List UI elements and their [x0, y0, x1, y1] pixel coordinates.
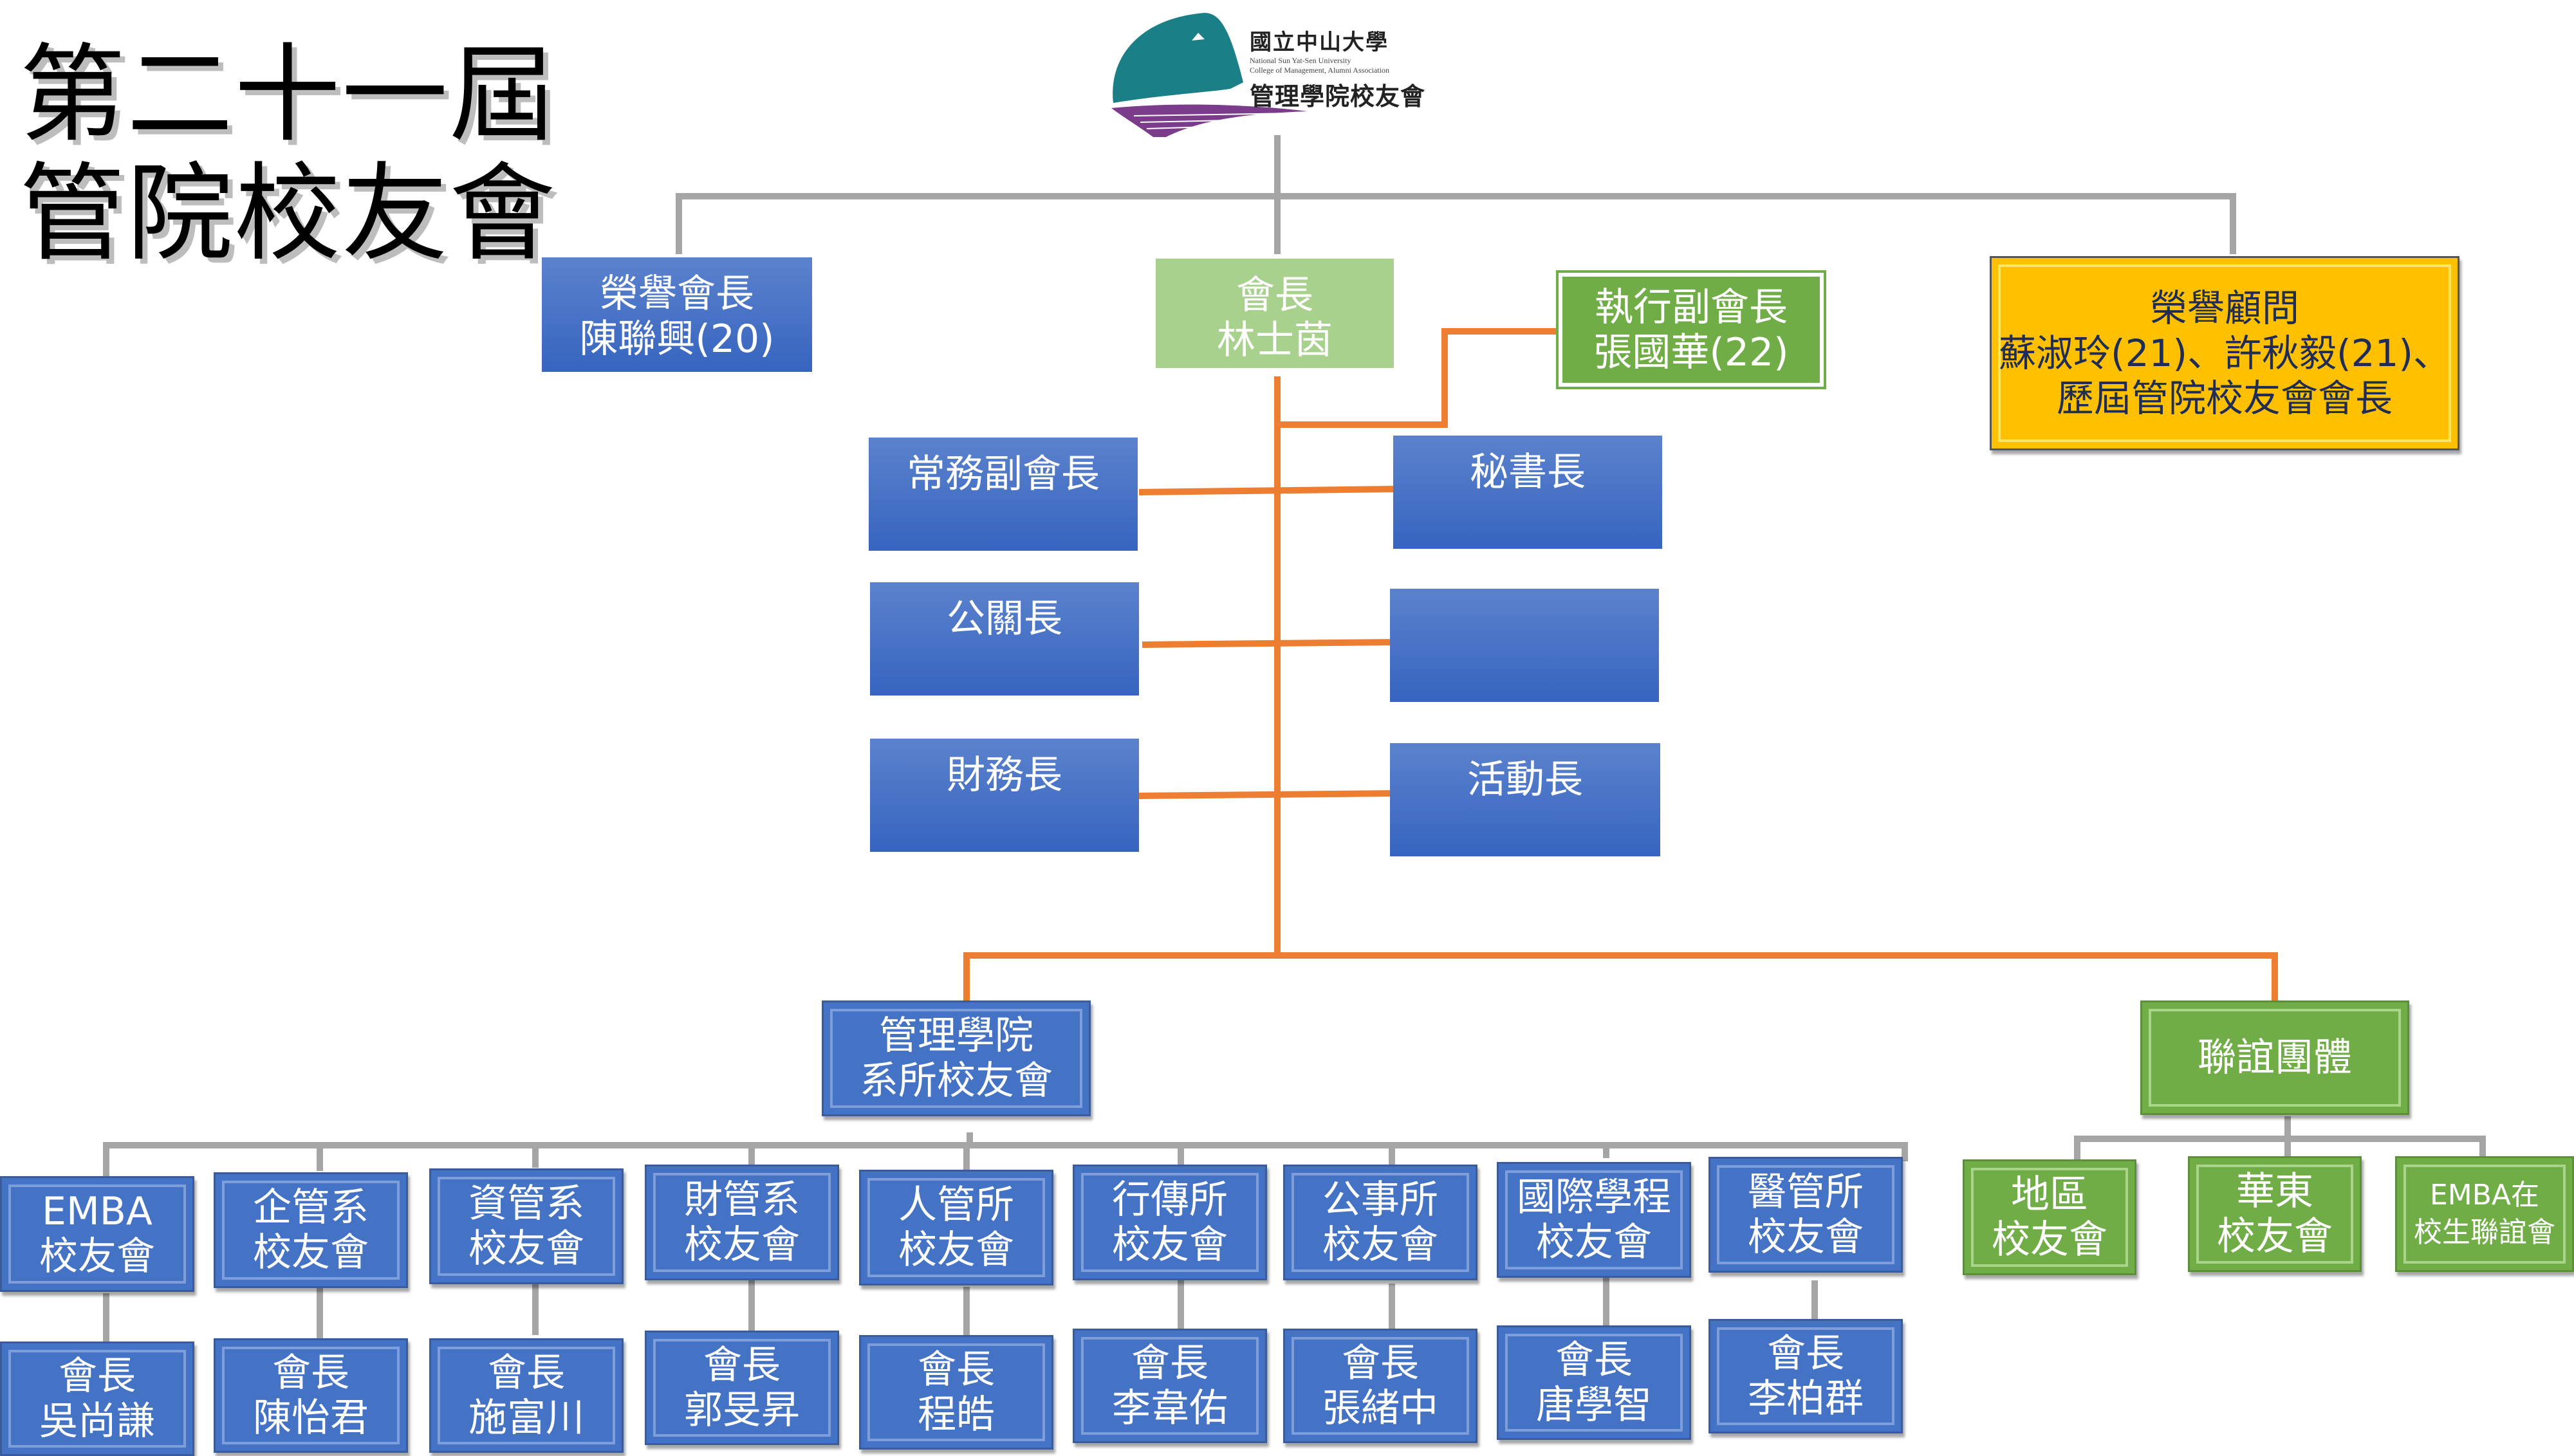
- honorary-advisors-box[interactable]: 榮譽顧問 蘇淑玲(21)、許秋毅(21)、 歷屆管院校友會會長: [1990, 256, 2459, 450]
- department-president-box[interactable]: 會長 李柏群: [1708, 1319, 1903, 1433]
- officer-box-finance[interactable]: 財務長: [870, 739, 1139, 852]
- department-president-box[interactable]: 會長 施富川: [429, 1338, 624, 1453]
- department-box[interactable]: 資管系 校友會: [429, 1168, 624, 1284]
- officer-box-activities[interactable]: 活動長: [1390, 743, 1660, 856]
- officer-box-vacant[interactable]: [1390, 589, 1659, 702]
- logo-association-cn: 管理學院校友會: [1250, 82, 1426, 111]
- title-line-2: 管院校友會: [19, 152, 557, 275]
- department-president-box[interactable]: 會長 郭旻昇: [645, 1331, 839, 1445]
- page-title: 第二十一屆 管院校友會: [19, 35, 557, 273]
- department-box[interactable]: 財管系 校友會: [645, 1165, 839, 1280]
- department-president-box[interactable]: 會長 陳怡君: [214, 1338, 408, 1453]
- executive-vp-box[interactable]: 執行副會長 張國華(22): [1556, 270, 1826, 389]
- logo-university-en: National Sun Yat-Sen University: [1250, 56, 1351, 65]
- department-box[interactable]: EMBA 校友會: [0, 1176, 194, 1292]
- department-president-box[interactable]: 會長 張緒中: [1283, 1329, 1477, 1443]
- fellowship-branch-box[interactable]: 聯誼團體: [2140, 1000, 2409, 1115]
- association-logo: 國立中山大學 National Sun Yat-Sen University C…: [1102, 5, 1436, 137]
- logo-university-cn: 國立中山大學: [1250, 30, 1389, 55]
- department-box[interactable]: 行傳所 校友會: [1073, 1165, 1267, 1280]
- departments-branch-box[interactable]: 管理學院 系所校友會: [822, 1000, 1091, 1116]
- department-president-box[interactable]: 會長 李韋佑: [1073, 1329, 1267, 1443]
- fellowship-group-box[interactable]: 華東 校友會: [2188, 1156, 2362, 1272]
- department-box[interactable]: 公事所 校友會: [1283, 1165, 1477, 1280]
- gray-connector-top: [676, 135, 2236, 254]
- department-president-box[interactable]: 會長 程皓: [859, 1335, 1053, 1450]
- officer-box-standing-vp[interactable]: 常務副會長: [869, 438, 1138, 551]
- mountain-wave-logo-icon: [1111, 13, 1308, 137]
- fellowship-group-box[interactable]: EMBA在 校生聯誼會: [2395, 1156, 2574, 1272]
- officer-box-secretary[interactable]: 秘書長: [1393, 436, 1662, 549]
- department-box[interactable]: 人管所 校友會: [859, 1170, 1053, 1286]
- honorary-president-box[interactable]: 榮譽會長 陳聯興(20): [542, 257, 812, 372]
- orange-officer-links: [1138, 486, 1397, 799]
- president-box[interactable]: 會長 林士茵: [1156, 259, 1394, 368]
- department-president-box[interactable]: 會長 唐學智: [1497, 1325, 1691, 1440]
- fellowship-group-box[interactable]: 地區 校友會: [1963, 1159, 2136, 1275]
- logo-association-en: College of Management, Alumni Associatio…: [1250, 66, 1389, 75]
- gray-connector-departments: [103, 1132, 1908, 1177]
- orange-branch-links: [963, 952, 2278, 1004]
- department-box[interactable]: 國際學程 校友會: [1497, 1162, 1691, 1278]
- department-box[interactable]: 企管系 校友會: [214, 1172, 408, 1288]
- orange-to-executive-vp: [1277, 328, 1557, 428]
- officer-box-pr[interactable]: 公關長: [870, 582, 1139, 696]
- gray-connector-presidents: [103, 1274, 1818, 1341]
- department-president-box[interactable]: 會長 吳尚謙: [0, 1341, 194, 1456]
- department-box[interactable]: 醫管所 校友會: [1708, 1157, 1903, 1273]
- title-line-1: 第二十一屆: [19, 33, 557, 156]
